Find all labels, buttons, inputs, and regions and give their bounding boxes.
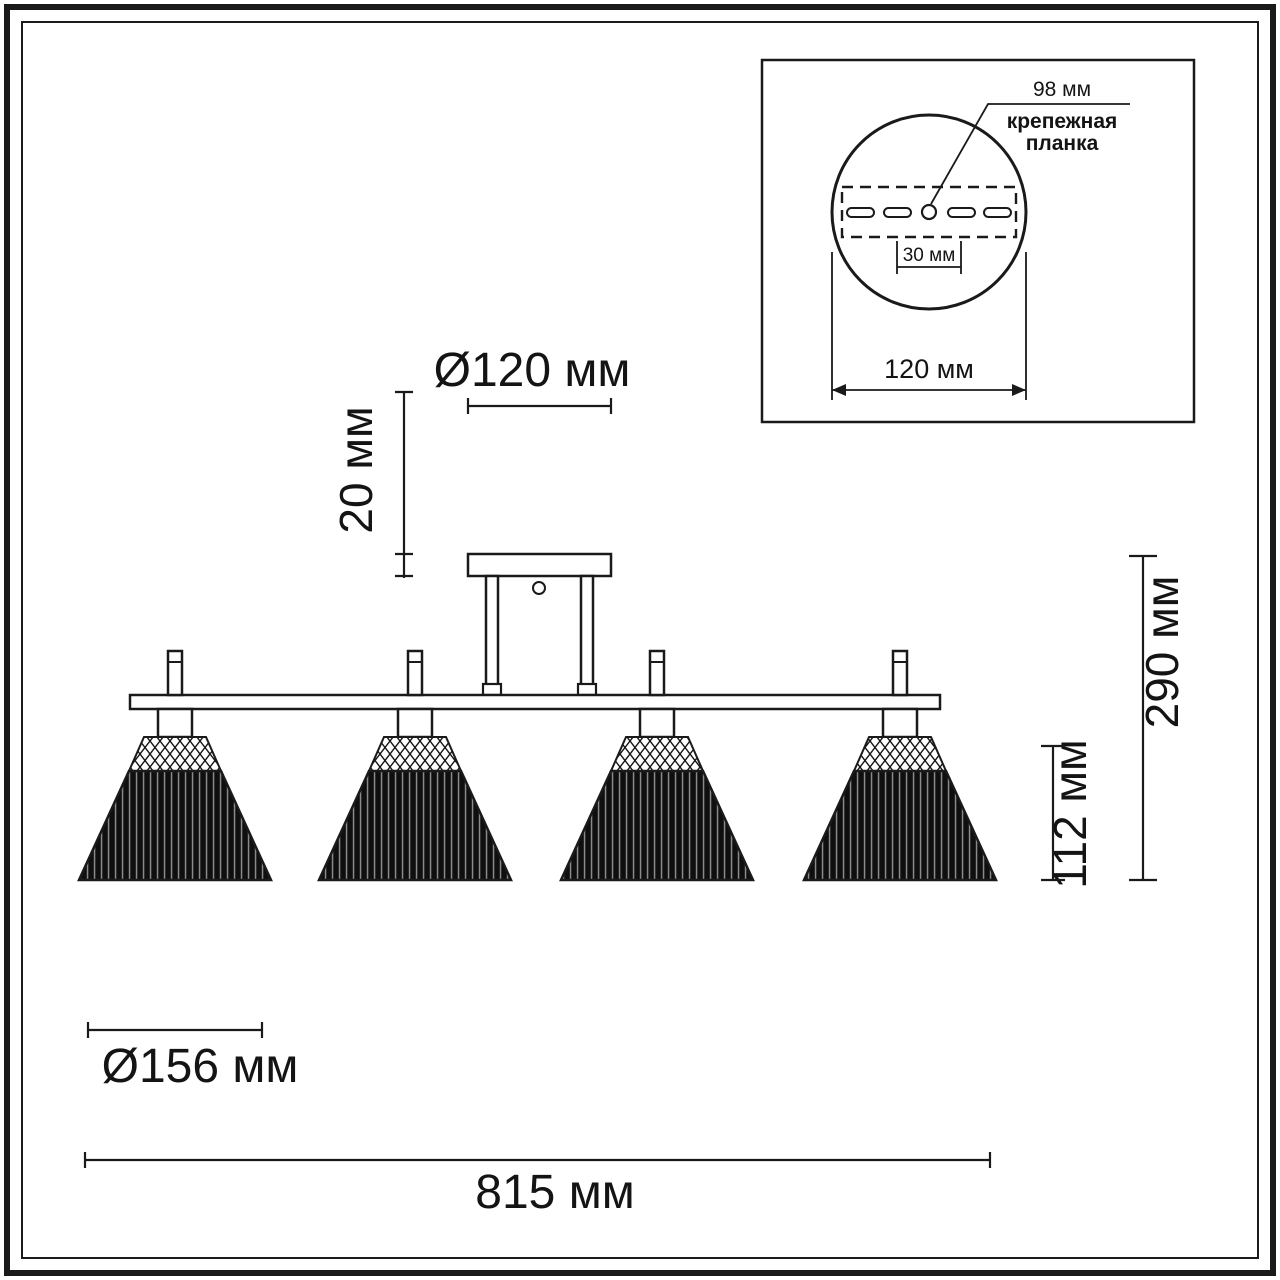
shade-top-band <box>367 736 463 772</box>
rod-foot-right <box>576 682 598 697</box>
lamp-stem <box>891 649 909 697</box>
shade-top-band <box>852 736 948 772</box>
lamp-2 <box>317 649 513 882</box>
dim-label-canopy-diameter: Ø120 мм <box>434 344 631 397</box>
dim-label-total-height: 290 мм <box>1136 576 1188 729</box>
shade-body <box>802 769 998 882</box>
shade-body <box>317 769 513 882</box>
inner-frame <box>21 21 1259 1259</box>
lamp-socket <box>881 707 919 739</box>
fixture-bar <box>128 693 942 711</box>
shade-top-band <box>127 736 223 772</box>
dim-label-shade-diameter: Ø156 мм <box>102 1040 299 1093</box>
lamp-stem <box>648 649 666 697</box>
strap-slot <box>846 207 875 218</box>
leader-line <box>930 103 1130 205</box>
canopy-plate <box>466 552 613 578</box>
arrow-left <box>832 384 846 396</box>
label-strap-width: 98 мм <box>1033 78 1091 101</box>
shade-body <box>559 769 755 882</box>
lamp-3 <box>559 649 755 882</box>
shade-top-band <box>609 736 705 772</box>
arrow-right <box>1012 384 1026 396</box>
shade-body <box>77 769 273 882</box>
label-strap-line2: планка <box>1026 132 1099 155</box>
canopy-screw <box>532 581 546 595</box>
dimension-annotations: Ø120 мм 20 мм 290 мм 112 мм Ø156 мм 815 … <box>83 344 1188 1219</box>
support-rod-right <box>579 574 595 688</box>
mounting-plate-inset: 98 мм крепежная планка 30 мм 120 мм <box>760 58 1196 424</box>
lamp-socket <box>638 707 676 739</box>
dim-label-base-diameter: 120 мм <box>884 354 974 384</box>
rod-foot-left <box>481 682 503 697</box>
lamp-socket <box>156 707 194 739</box>
support-rod-left <box>484 574 500 688</box>
lamp-1 <box>77 649 273 882</box>
dim-label-overall-width: 815 мм <box>475 1166 634 1219</box>
strap-slot <box>883 207 912 218</box>
strap-slot <box>947 207 976 218</box>
strap-center-hole <box>920 203 938 221</box>
lamp-stem <box>406 649 424 697</box>
dim-label-hole-spacing: 30 мм <box>903 245 956 266</box>
lamp-socket <box>396 707 434 739</box>
lamp-4 <box>802 649 998 882</box>
lamp-stem <box>166 649 184 697</box>
dim-label-canopy-height: 20 мм <box>330 406 382 533</box>
label-strap-line1: крепежная <box>1007 110 1118 133</box>
fixture-drawing <box>77 552 998 882</box>
strap-slot <box>983 207 1012 218</box>
outer-frame <box>4 4 1276 1276</box>
dim-label-shade-height: 112 мм <box>1044 739 1096 888</box>
